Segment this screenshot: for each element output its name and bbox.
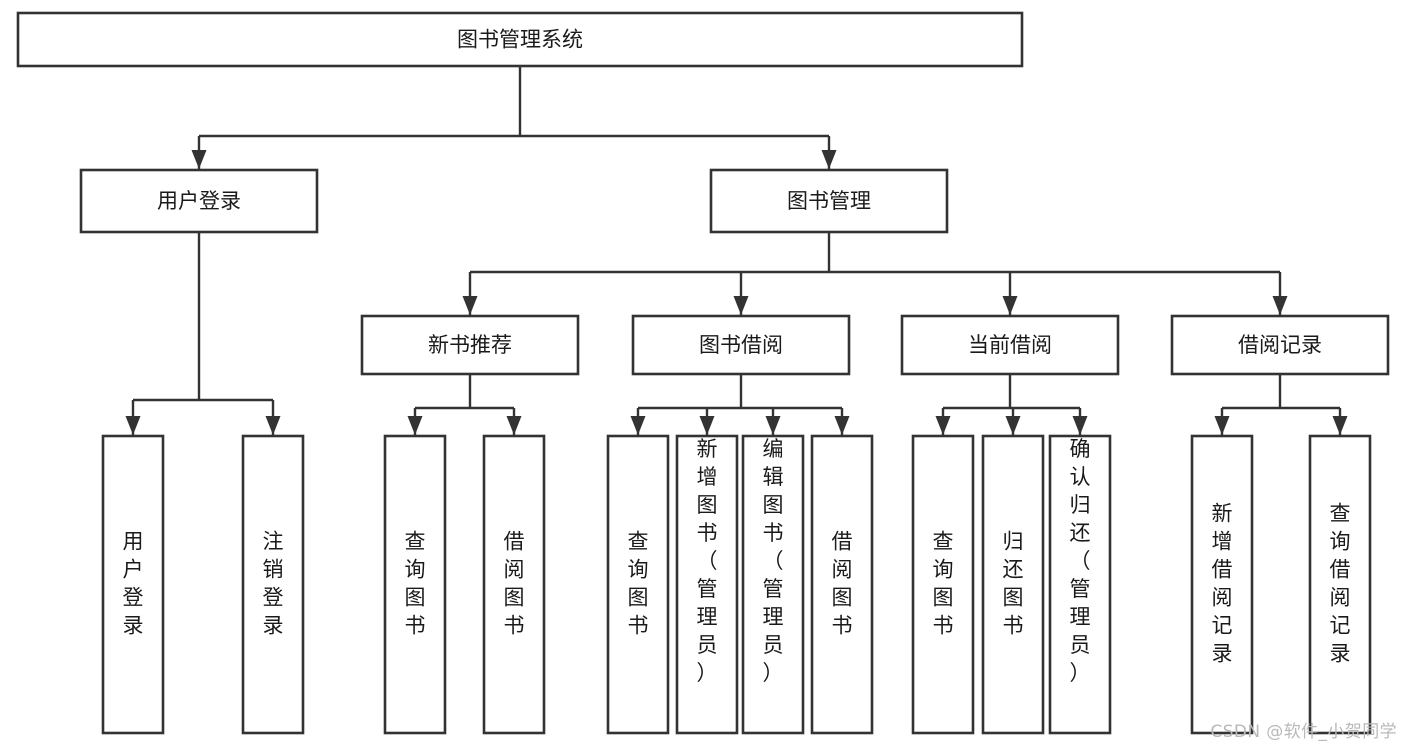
node-leaf-11[interactable]: 新增借阅记录 (1190, 434, 1254, 735)
node-leaf-6-label: 编辑图书（管理员） (763, 437, 784, 685)
l3-3-to-leaves-arrow-1 (1332, 416, 1348, 435)
node-leaf-3-rect[interactable] (482, 434, 546, 735)
login-to-leaves-arrow-0 (125, 416, 141, 435)
l3-0-to-leaves-arrow-1 (506, 416, 522, 435)
node-level3-3-rect[interactable] (1170, 314, 1390, 376)
node-level2-1[interactable]: 图书管理 (709, 168, 949, 234)
node-leaf-2[interactable]: 查询图书 (383, 434, 447, 735)
node-leaf-9-rect[interactable] (981, 434, 1045, 735)
node-leaf-5-rect[interactable] (675, 434, 739, 735)
node-leaf-7[interactable]: 借阅图书 (810, 434, 874, 735)
node-leaf-7-label: 借阅图书 (832, 530, 853, 638)
connectors-layer (125, 66, 1348, 435)
node-leaf-0-rect[interactable] (101, 434, 165, 735)
node-leaf-12[interactable]: 查询借阅记录 (1308, 434, 1372, 735)
l3-1-to-leaves-arrow-1 (699, 416, 715, 435)
root-to-level2-arrow-0 (191, 150, 207, 169)
node-root-system[interactable]: 图书管理系统 (16, 11, 1024, 68)
books-to-level3-arrow-3 (1272, 296, 1288, 315)
node-leaf-2-rect[interactable] (383, 434, 447, 735)
node-level3-0[interactable]: 新书推荐 (360, 314, 580, 376)
node-level3-3[interactable]: 借阅记录 (1170, 314, 1390, 376)
node-leaf-11-rect[interactable] (1190, 434, 1254, 735)
node-leaf-8[interactable]: 查询图书 (911, 434, 975, 735)
node-leaf-5-label: 新增图书（管理员） (697, 437, 718, 685)
login-to-leaves-arrow-1 (265, 416, 281, 435)
books-to-level3-arrow-2 (1002, 296, 1018, 315)
node-leaf-4-rect[interactable] (606, 434, 670, 735)
node-level3-0-rect[interactable] (360, 314, 580, 376)
node-leaf-4[interactable]: 查询图书 (606, 434, 670, 735)
node-leaf-12-label: 查询借阅记录 (1330, 502, 1351, 666)
node-leaf-0-label: 用户登录 (123, 530, 144, 638)
l3-2-to-leaves-arrow-1 (1005, 416, 1021, 435)
root-to-level2-arrow-1 (821, 150, 837, 169)
node-level3-2[interactable]: 当前借阅 (900, 314, 1120, 376)
l3-2-to-leaves-arrow-2 (1072, 416, 1088, 435)
node-level2-0[interactable]: 用户登录 (79, 168, 319, 234)
node-leaf-8-label: 查询图书 (933, 530, 954, 638)
node-level3-1-label: 图书借阅 (699, 333, 783, 357)
node-leaf-1[interactable]: 注销登录 (241, 434, 305, 735)
node-leaf-9-label: 归还图书 (1003, 530, 1024, 638)
node-leaf-8-rect[interactable] (911, 434, 975, 735)
books-to-level3-arrow-0 (462, 296, 478, 315)
node-leaf-10[interactable]: 确认归还（管理员） (1048, 434, 1112, 735)
books-to-level3-arrow-1 (733, 296, 749, 315)
l3-2-to-leaves-arrow-0 (935, 416, 951, 435)
node-leaf-1-rect[interactable] (241, 434, 305, 735)
node-leaf-12-rect[interactable] (1308, 434, 1372, 735)
node-leaf-11-label: 新增借阅记录 (1212, 502, 1233, 666)
node-level3-2-rect[interactable] (900, 314, 1120, 376)
node-root-system-label: 图书管理系统 (457, 28, 583, 52)
node-level2-0-rect[interactable] (79, 168, 319, 234)
node-level2-0-label: 用户登录 (157, 189, 241, 213)
node-leaf-10-label: 确认归还（管理员） (1070, 437, 1091, 685)
l3-3-to-leaves-arrow-0 (1214, 416, 1230, 435)
node-leaf-2-label: 查询图书 (405, 530, 426, 638)
node-leaf-10-rect[interactable] (1048, 434, 1112, 735)
nodes-layer: 图书管理系统用户登录图书管理新书推荐图书借阅当前借阅借阅记录用户登录注销登录查询… (16, 11, 1390, 735)
node-leaf-6-rect[interactable] (741, 434, 805, 735)
l3-1-to-leaves-arrow-3 (834, 416, 850, 435)
node-leaf-6[interactable]: 编辑图书（管理员） (741, 434, 805, 735)
l3-1-to-leaves-arrow-0 (630, 416, 646, 435)
node-leaf-1-label: 注销登录 (263, 530, 284, 638)
node-leaf-3-label: 借阅图书 (504, 530, 525, 638)
node-level3-1[interactable]: 图书借阅 (631, 314, 851, 376)
node-leaf-3[interactable]: 借阅图书 (482, 434, 546, 735)
node-level3-0-label: 新书推荐 (428, 333, 512, 357)
node-leaf-7-rect[interactable] (810, 434, 874, 735)
node-leaf-4-label: 查询图书 (628, 530, 649, 638)
csdn-watermark: CSDN @软件_小贺同学 (1210, 722, 1397, 742)
node-root-system-rect[interactable] (16, 11, 1024, 68)
l3-0-to-leaves-arrow-0 (407, 416, 423, 435)
node-level3-3-label: 借阅记录 (1238, 333, 1322, 357)
node-leaf-5[interactable]: 新增图书（管理员） (675, 434, 739, 735)
l3-1-to-leaves-arrow-2 (765, 416, 781, 435)
node-level3-1-rect[interactable] (631, 314, 851, 376)
node-level2-1-label: 图书管理 (787, 189, 871, 213)
node-leaf-0[interactable]: 用户登录 (101, 434, 165, 735)
node-leaf-9[interactable]: 归还图书 (981, 434, 1045, 735)
node-level2-1-rect[interactable] (709, 168, 949, 234)
node-level3-2-label: 当前借阅 (968, 333, 1052, 357)
